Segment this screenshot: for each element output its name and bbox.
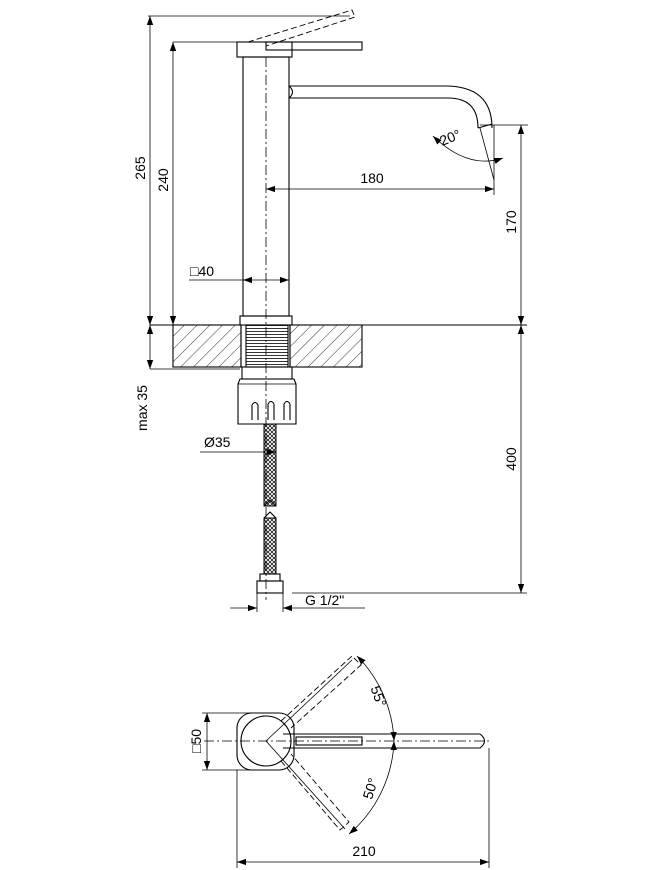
total-length-label: 210 xyxy=(352,843,376,859)
fixing-diameter-label: Ø35 xyxy=(204,434,231,450)
total-height-label: 265 xyxy=(132,156,148,180)
lever-rotated-up xyxy=(280,655,362,729)
countertop xyxy=(150,324,527,368)
spout xyxy=(288,85,493,129)
base-square-label: □50 xyxy=(188,729,204,753)
lever-rotated-down xyxy=(280,753,350,831)
angle-up-label: 55° xyxy=(368,684,390,709)
spout-height-label: 170 xyxy=(503,210,519,234)
fixing-nut xyxy=(237,366,297,425)
lever-handle-raised xyxy=(247,9,356,47)
side-view: 20° 265 xyxy=(132,9,528,612)
spout-angle-dim: 20° xyxy=(432,124,528,181)
spout-angle-label: 20° xyxy=(437,126,463,149)
lever-handle xyxy=(265,41,363,51)
top-view: 55° 50° □50 210 xyxy=(188,655,492,868)
base-plate xyxy=(236,712,295,771)
hose-length-label: 400 xyxy=(503,447,519,471)
angle-down-label: 50° xyxy=(359,776,381,801)
braided-hose xyxy=(256,423,284,594)
threaded-shank xyxy=(245,324,289,368)
body-height-label: 240 xyxy=(155,168,171,192)
thread-label: G 1/2" xyxy=(305,592,344,608)
body-square-label: □40 xyxy=(190,263,214,279)
spout-reach-label: 180 xyxy=(360,170,384,186)
max-thickness-label: max 35 xyxy=(134,385,150,431)
faucet-body xyxy=(236,41,293,326)
